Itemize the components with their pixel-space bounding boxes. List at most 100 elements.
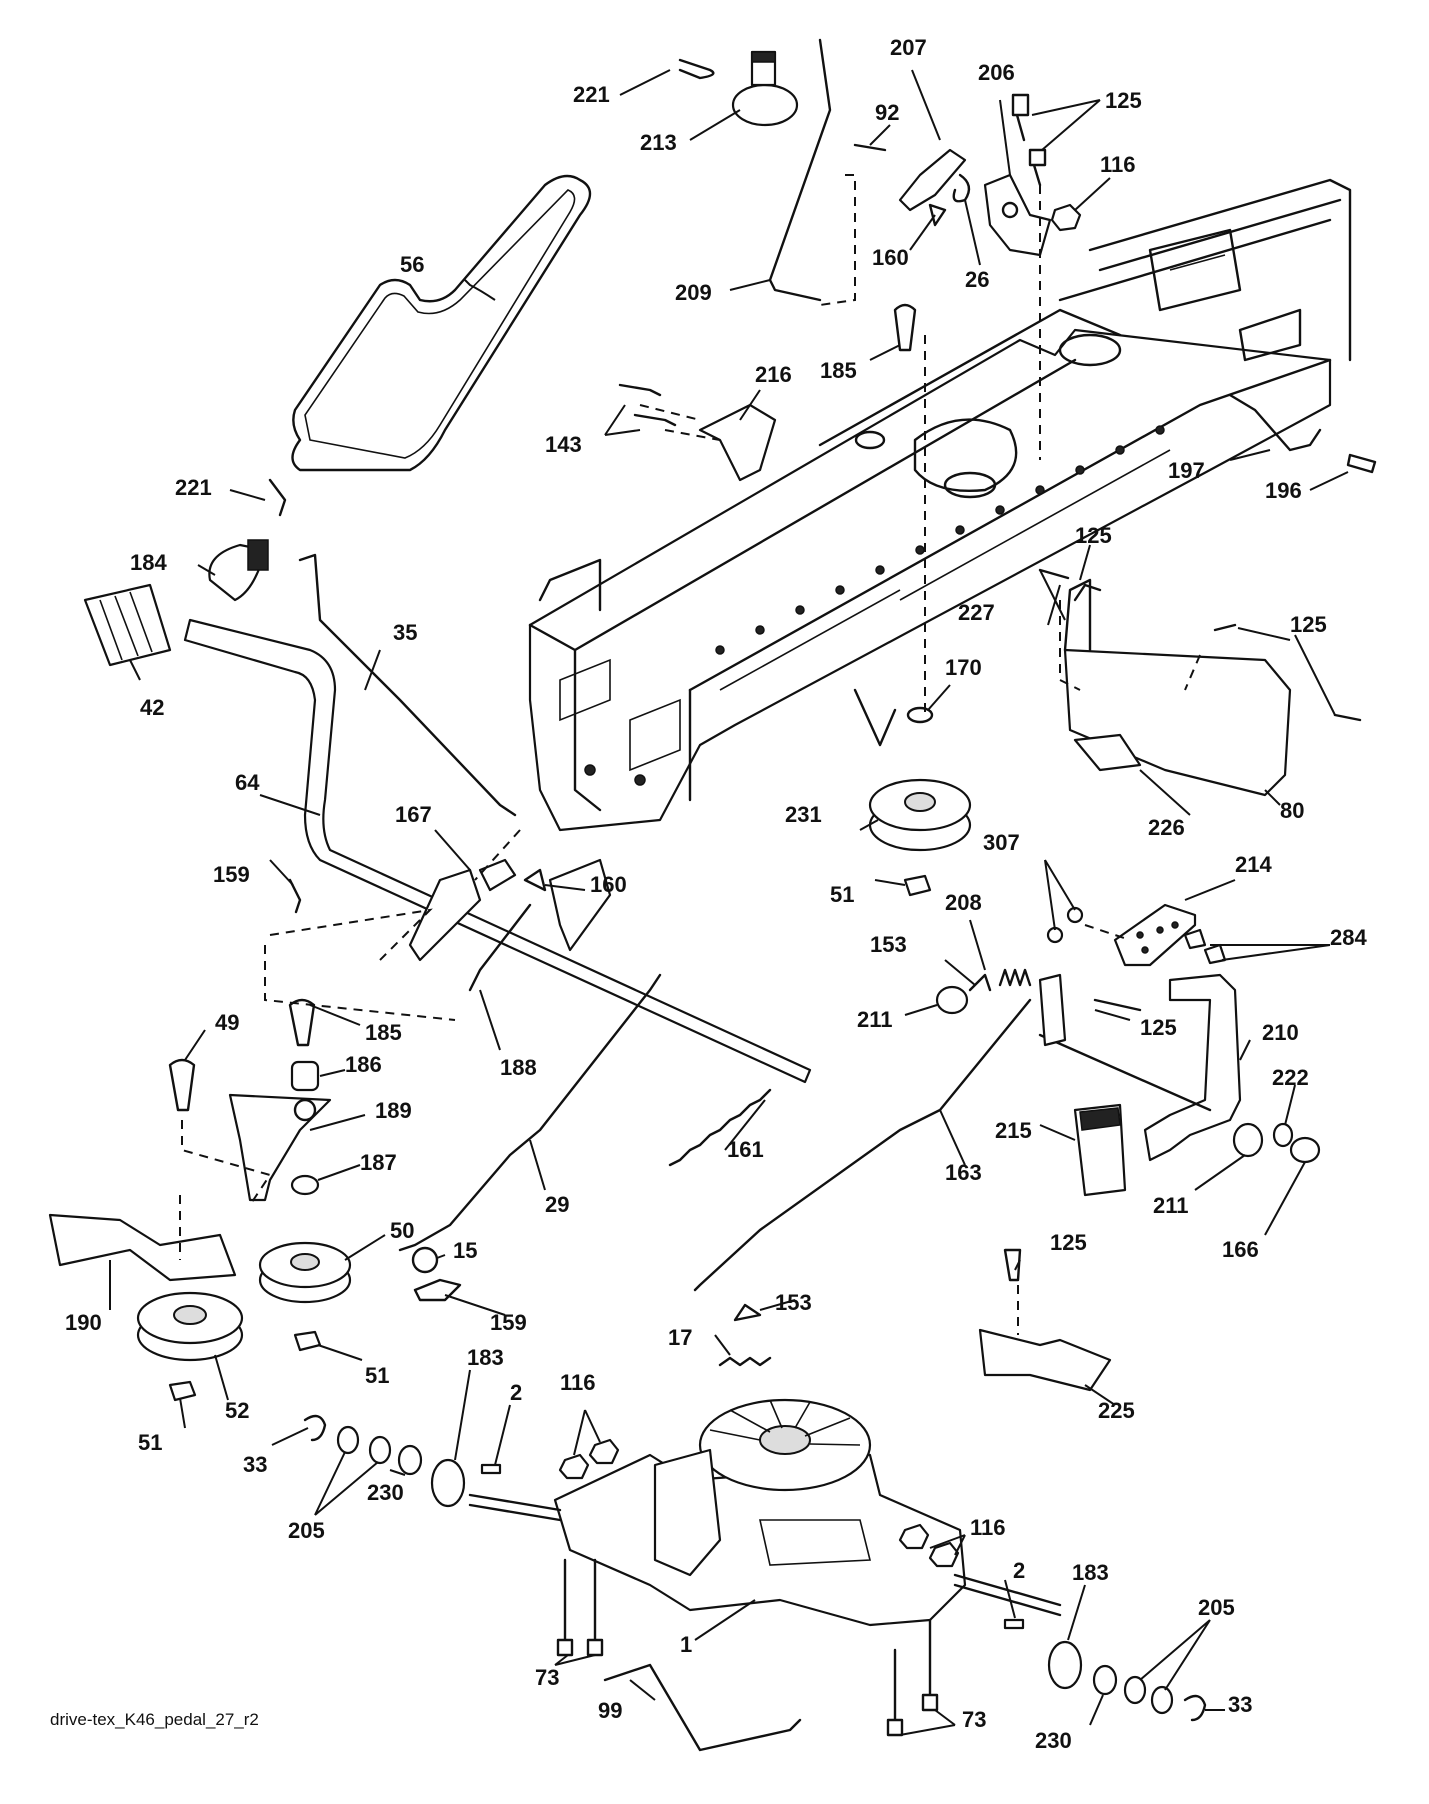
callout-230-left: 230 bbox=[367, 1480, 404, 1505]
washer-222 bbox=[1272, 1122, 1294, 1148]
callout-17: 17 bbox=[668, 1325, 692, 1350]
grip-42 bbox=[83, 583, 172, 667]
callout-125-guard-top: 125 bbox=[1075, 523, 1112, 548]
callout-187: 187 bbox=[360, 1150, 397, 1175]
knob-184 bbox=[208, 539, 269, 602]
callout-186: 186 bbox=[345, 1052, 382, 1077]
pulley-52 bbox=[136, 1291, 244, 1362]
pedal-shaft-210 bbox=[1143, 973, 1242, 1162]
clip-160-mid bbox=[523, 868, 547, 892]
pulley-231 bbox=[868, 778, 972, 852]
callout-51-left: 51 bbox=[138, 1430, 162, 1455]
callout-205-left: 205 bbox=[288, 1518, 325, 1543]
callout-33-left: 33 bbox=[243, 1452, 267, 1477]
nut-51-left bbox=[168, 1380, 197, 1402]
bolt-73-d bbox=[921, 1618, 939, 1712]
callout-125-guard-right: 125 bbox=[1290, 612, 1327, 637]
rod-99 bbox=[603, 1663, 802, 1752]
callout-116-right: 116 bbox=[970, 1515, 1006, 1540]
bearing-183-left bbox=[430, 1458, 466, 1508]
callout-170: 170 bbox=[945, 655, 982, 680]
drive-belt bbox=[291, 174, 592, 472]
bolt-125-bottom bbox=[1003, 1248, 1022, 1282]
bolt-73-c bbox=[886, 1648, 904, 1737]
washer-230-left bbox=[397, 1444, 423, 1476]
pedal-pad-214 bbox=[1113, 903, 1197, 967]
washer-205-right-a bbox=[1123, 1675, 1147, 1705]
callout-188: 188 bbox=[500, 1055, 537, 1080]
callout-51-mid: 51 bbox=[365, 1363, 389, 1388]
rod-163 bbox=[693, 998, 1032, 1292]
callout-196: 196 bbox=[1265, 478, 1302, 503]
callout-167: 167 bbox=[395, 802, 432, 827]
callout-221-top: 221 bbox=[573, 82, 610, 107]
callout-307: 307 bbox=[983, 830, 1020, 855]
callout-190: 190 bbox=[65, 1310, 102, 1335]
nut-116-d bbox=[928, 1541, 960, 1568]
callout-183-left: 183 bbox=[467, 1345, 504, 1370]
hairpin-clip-mid bbox=[268, 478, 287, 517]
callout-143: 143 bbox=[545, 432, 582, 457]
nut-51-mid bbox=[293, 1330, 322, 1352]
callout-211-right: 211 bbox=[1153, 1193, 1189, 1218]
callout-166: 166 bbox=[1222, 1237, 1259, 1262]
nut-116-c bbox=[898, 1523, 930, 1550]
callout-284: 284 bbox=[1330, 925, 1367, 950]
callout-160-top: 160 bbox=[872, 245, 909, 270]
callout-210: 210 bbox=[1262, 1020, 1299, 1045]
bolt-49 bbox=[168, 1058, 196, 1112]
drawing-caption: drive-tex_K46_pedal_27_r2 bbox=[50, 1710, 259, 1729]
nut-51-center bbox=[903, 874, 932, 897]
callout-209: 209 bbox=[675, 280, 712, 305]
guard-80 bbox=[1063, 648, 1292, 797]
callout-26: 26 bbox=[965, 267, 989, 292]
rod-197 bbox=[1228, 393, 1322, 452]
callout-1: 1 bbox=[680, 1632, 692, 1657]
key-2-left bbox=[480, 1463, 502, 1475]
spring-161 bbox=[668, 1088, 772, 1167]
carriage-bolt-185-top bbox=[893, 303, 917, 352]
callout-153-bottom: 153 bbox=[775, 1290, 812, 1315]
belt-shield-190 bbox=[48, 1213, 237, 1282]
callout-215: 215 bbox=[995, 1118, 1032, 1143]
assembly-lines bbox=[179, 174, 1201, 1335]
clip-284-a bbox=[1183, 928, 1207, 950]
callout-161: 161 bbox=[727, 1137, 764, 1162]
callout-116-top: 116 bbox=[1100, 152, 1136, 177]
callout-183-right: 183 bbox=[1072, 1560, 1109, 1585]
transaxle-1 bbox=[468, 1398, 1062, 1627]
washer-166 bbox=[1289, 1136, 1321, 1164]
bolt-73-b bbox=[586, 1558, 604, 1657]
pin-159-bottom bbox=[413, 1278, 462, 1302]
callout-197: 197 bbox=[1168, 458, 1205, 483]
clip-153-bottom bbox=[733, 1303, 762, 1322]
callout-226: 226 bbox=[1148, 815, 1185, 840]
callout-189: 189 bbox=[375, 1098, 412, 1123]
callout-216: 216 bbox=[755, 362, 792, 387]
key-2-right bbox=[1003, 1618, 1025, 1630]
spring-17 bbox=[718, 1356, 772, 1367]
bushing-211-right bbox=[1232, 1122, 1264, 1158]
bushing-211-left bbox=[935, 985, 969, 1015]
callout-185-top: 185 bbox=[820, 358, 857, 383]
callout-116-left: 116 bbox=[560, 1370, 596, 1395]
washer-230-right bbox=[1092, 1664, 1118, 1696]
callout-56: 56 bbox=[400, 252, 424, 277]
rod-29 bbox=[398, 973, 662, 1252]
clip-33-right bbox=[1183, 1694, 1207, 1722]
callout-227: 227 bbox=[958, 600, 995, 625]
callout-208: 208 bbox=[945, 890, 982, 915]
nut-116-top bbox=[1050, 203, 1082, 232]
nut-116-a bbox=[558, 1453, 590, 1480]
lever-64 bbox=[183, 618, 812, 1084]
callout-125-top: 125 bbox=[1105, 88, 1142, 113]
callout-49: 49 bbox=[215, 1010, 239, 1035]
bearing-183-right bbox=[1047, 1640, 1083, 1690]
bracket-207 bbox=[898, 148, 967, 212]
callout-207: 207 bbox=[890, 35, 927, 60]
bracket-225 bbox=[978, 1328, 1112, 1392]
callout-35: 35 bbox=[393, 620, 417, 645]
callout-52: 52 bbox=[225, 1398, 249, 1423]
clip-284-b bbox=[1203, 943, 1227, 965]
